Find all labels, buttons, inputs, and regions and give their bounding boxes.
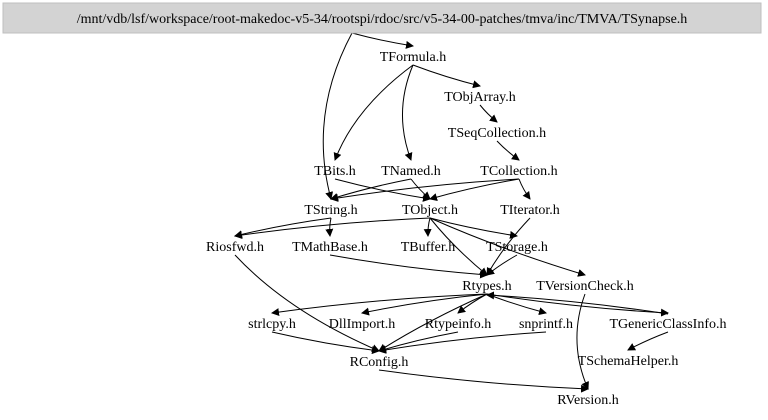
edge-rtypes-to-strlcpy: [271, 293, 488, 317]
edge-tobject-to-tbuffer: [423, 217, 432, 237]
node-titerator[interactable]: TIterator.h: [500, 203, 559, 218]
node-tstorage[interactable]: TStorage.h: [486, 240, 548, 255]
node-tmathbase[interactable]: TMathBase.h: [292, 240, 368, 255]
edge-tgenericclassinfo-to-rtypes: [486, 291, 669, 315]
node-tcollection[interactable]: TCollection.h: [480, 164, 557, 179]
node-tformula[interactable]: TFormula.h: [380, 50, 447, 65]
nodes: TFormula.hTObjArray.hTSeqCollection.hTBi…: [206, 50, 726, 408]
edge-tcollection-to-tobject: [429, 178, 520, 201]
edge-tnamed-to-tobject: [410, 178, 431, 200]
node-tobjarray[interactable]: TObjArray.h: [444, 90, 516, 105]
edge-rtypes-to-rconfig: [378, 293, 488, 352]
node-rversion[interactable]: RVersion.h: [557, 393, 619, 408]
edges: [234, 32, 669, 393]
edge-tcollection-to-titerator: [518, 178, 531, 200]
node-tstring[interactable]: TString.h: [304, 203, 357, 218]
node-dllimport[interactable]: DllImport.h: [329, 317, 396, 332]
node-riosfwd[interactable]: Riosfwd.h: [206, 240, 264, 255]
root-node-label: /mnt/vdb/lsf/workspace/root-makedoc-v5-3…: [77, 12, 688, 27]
edge-tmathbase-to-rtypes: [329, 254, 488, 279]
edge-tversioncheck-to-rversion: [576, 293, 589, 390]
node-tbits[interactable]: TBits.h: [314, 164, 356, 179]
edge-snprintf-to-rconfig: [378, 331, 547, 354]
node-strlcpy[interactable]: strlcpy.h: [248, 317, 296, 332]
node-tbuffer[interactable]: TBuffer.h: [401, 240, 456, 255]
edge-tobject-to-rtypes: [429, 217, 488, 276]
edge-tobjarray-to-tseqcollection: [479, 104, 498, 123]
node-snprintf[interactable]: snprintf.h: [519, 317, 573, 332]
edge-tobject-to-tstorage: [429, 217, 518, 239]
edge-rtypeinfo-to-rconfig: [378, 331, 459, 353]
node-tgenericclassinfo[interactable]: TGenericClassInfo.h: [609, 317, 726, 332]
edge-tsynapse-to-tformula: [351, 32, 414, 49]
edge-riosfwd-to-rconfig: [234, 254, 380, 352]
node-tschemahelper[interactable]: TSchemaHelper.h: [578, 354, 679, 369]
edge-tformula-to-tbits: [333, 64, 414, 161]
edge-tobject-to-riosfwd: [234, 217, 431, 239]
node-rtypeinfo[interactable]: Rtypeinfo.h: [425, 317, 492, 332]
node-tobject[interactable]: TObject.h: [402, 203, 458, 218]
edge-tsynapse-to-tstring: [322, 32, 353, 200]
edge-tseqcollection-to-tcollection: [496, 140, 520, 161]
node-tversioncheck[interactable]: TVersionCheck.h: [536, 279, 634, 294]
node-rtypes[interactable]: Rtypes.h: [462, 279, 511, 294]
node-tnamed[interactable]: TNamed.h: [381, 164, 440, 179]
edge-strlcpy-to-rconfig: [271, 331, 380, 355]
node-rconfig[interactable]: RConfig.h: [350, 355, 409, 370]
edge-tbits-to-tobject: [334, 178, 431, 202]
edge-rconfig-to-rversion: [378, 369, 589, 393]
edge-tstring-to-riosfwd: [234, 217, 332, 239]
edge-tformula-to-tnamed: [402, 64, 414, 161]
edge-tnamed-to-tstring: [330, 178, 412, 201]
root-node[interactable]: /mnt/vdb/lsf/workspace/root-makedoc-v5-3…: [2, 2, 762, 34]
edge-rtypes-to-dllimport: [361, 293, 488, 316]
edge-tstring-to-tmathbase: [325, 217, 334, 237]
edge-tobject-to-tversioncheck: [429, 217, 586, 277]
edge-tformula-to-tobjarray: [412, 64, 481, 89]
node-tseqcollection[interactable]: TSeqCollection.h: [448, 126, 546, 141]
edge-tstorage-to-rtypes: [486, 254, 518, 276]
edge-rtypes-to-tgenericclassinfo: [486, 293, 669, 317]
edge-tcollection-to-tstring: [330, 178, 520, 202]
edge-tgenericclassinfo-to-tschemahelper: [627, 331, 669, 351]
